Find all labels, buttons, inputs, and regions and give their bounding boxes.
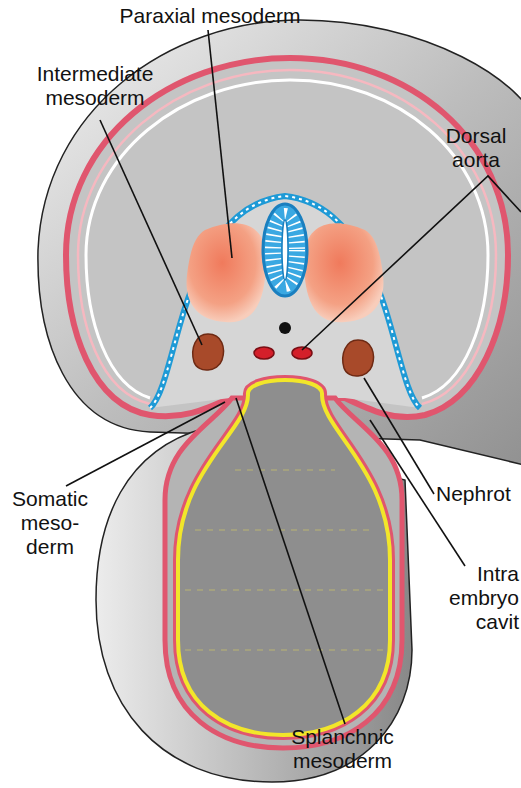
part-label: Somatic meso- derm xyxy=(5,487,95,559)
part-label: Dorsal aorta xyxy=(432,124,520,172)
neural-tube xyxy=(263,204,307,296)
gut-texture xyxy=(185,650,385,651)
leader-line xyxy=(100,120,202,345)
neural-canal xyxy=(282,220,288,280)
leader-line xyxy=(302,176,521,350)
dorsal-aorta-right xyxy=(292,347,312,359)
leader-line xyxy=(66,402,225,486)
gut-texture xyxy=(195,530,375,531)
paraxial-mesoderm-left xyxy=(187,223,267,322)
gut-texture xyxy=(185,590,385,591)
dorsal-aorta-left xyxy=(254,347,274,359)
part-label: Splanchnic mesoderm xyxy=(260,725,425,773)
part-label: Nephrot xyxy=(436,482,521,506)
leader-line xyxy=(208,30,232,258)
part-label: Intermediate mesoderm xyxy=(20,62,170,110)
neural-tube-segments xyxy=(273,216,297,284)
gut-endoderm xyxy=(178,380,390,735)
embryo-front-cap xyxy=(66,58,508,417)
splanchnic-layer xyxy=(178,380,390,735)
part-label: Intra embryo cavit xyxy=(415,562,519,634)
notochord xyxy=(279,322,291,334)
gut-texture xyxy=(235,470,335,471)
leader-line xyxy=(236,398,345,724)
intermediate-mesoderm-right xyxy=(343,340,374,376)
paraxial-mesoderm-right xyxy=(304,223,383,322)
part-label: Paraxial mesoderm xyxy=(60,4,360,28)
intermediate-mesoderm-left xyxy=(193,334,224,370)
leader-line xyxy=(364,378,434,494)
